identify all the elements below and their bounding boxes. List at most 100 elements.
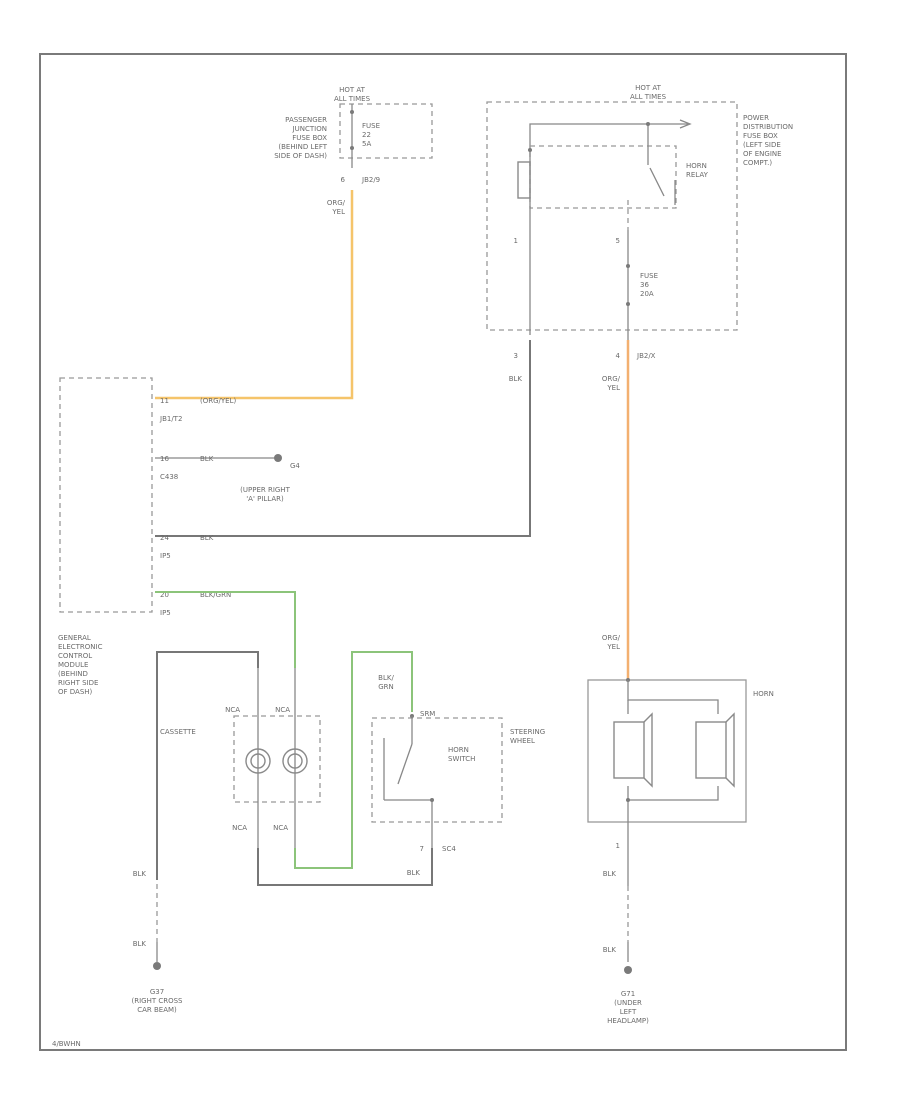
wire-blk-label-5: BLK xyxy=(603,870,617,878)
pin-7-label: 7 xyxy=(420,845,424,853)
steering-wheel-outline xyxy=(371,717,503,823)
text-line: 36 xyxy=(640,281,649,289)
cassette-label: CASSETTE xyxy=(160,728,196,736)
wire-org-yel-label-3: ORG/YEL xyxy=(602,634,621,651)
text-line: BLK/ xyxy=(378,674,394,682)
cassette-outline xyxy=(233,715,321,803)
gem-connector-1-label: JB1/T2 xyxy=(159,415,182,423)
text-line: GRN xyxy=(378,683,394,691)
ground-g71-icon xyxy=(624,966,632,974)
text-line: HORN xyxy=(448,746,469,754)
text-line: (RIGHT CROSS xyxy=(132,997,184,1005)
relay-switch-arm xyxy=(649,167,665,197)
text-line: (UPPER RIGHT xyxy=(240,486,290,494)
pin-1-label: 1 xyxy=(514,237,518,245)
text-line: SWITCH xyxy=(448,755,475,763)
pin-6-label: 6 xyxy=(341,176,346,184)
gem-wire-org-label: (ORG/YEL) xyxy=(200,397,236,405)
passenger-junction-box-outline xyxy=(339,103,433,159)
text-line: ORG/ xyxy=(327,199,346,207)
horn-speaker-1-bell xyxy=(643,712,653,788)
text-line: CONTROL xyxy=(58,652,92,660)
cassette-clockspring: CASSETTE NCA NCA NCA NCA xyxy=(160,668,321,848)
gem-connector-3-label: IP5 xyxy=(160,552,171,560)
figure-id-label: 4/BWHN xyxy=(52,1040,81,1048)
gem-pin-11-label: 11 xyxy=(160,397,169,405)
text-line: STEERING xyxy=(510,728,545,736)
gem-outline xyxy=(59,377,153,613)
text-line: ALL TIMES xyxy=(630,93,667,101)
gem-pin-20-label: 20 xyxy=(160,591,169,599)
wire-org-yel-label-1: ORG/YEL xyxy=(327,199,346,216)
diagram-frame xyxy=(39,53,847,1051)
connector-sc4-label: SC4 xyxy=(442,845,456,853)
horn-speaker-2 xyxy=(695,721,727,779)
text-line: ORG/ xyxy=(602,634,621,642)
text-line: G37 xyxy=(150,988,164,996)
text-line: SIDE OF DASH) xyxy=(274,152,327,160)
pin-4-label: 4 xyxy=(616,352,621,360)
power-bus xyxy=(529,123,688,150)
wire-org-yel-label-2: ORG/YEL xyxy=(602,375,621,392)
nca-top-1-label: NCA xyxy=(225,706,240,714)
text-line: HOT AT xyxy=(635,84,662,92)
pin-3-label: 3 xyxy=(514,352,518,360)
connector-srm-label: SRM xyxy=(420,710,435,718)
blk-wire-relay-coil-to-gem xyxy=(155,340,531,537)
text-line: LEFT xyxy=(620,1008,637,1016)
text-line: OF ENGINE xyxy=(743,150,782,158)
text-line: (UNDER xyxy=(614,999,642,1007)
horn-speaker-1 xyxy=(613,721,645,779)
horn-pin-1-label: 1 xyxy=(616,842,620,850)
wire-blk-label-1: BLK xyxy=(509,375,523,383)
general-electronic-control-module: 11 (ORG/YEL) JB1/T2 16 BLK G4 C438 (UPPE… xyxy=(58,377,300,696)
text-line: FUSE xyxy=(640,272,658,280)
text-line: (LEFT SIDE xyxy=(743,141,781,149)
text-line: HEADLAMP) xyxy=(607,1017,649,1025)
pin-5-label: 5 xyxy=(616,237,620,245)
text-line: 5A xyxy=(362,140,371,148)
ground-g4-icon xyxy=(274,454,282,462)
text-line: 20A xyxy=(640,290,654,298)
blk-grn-wire-cassette-to-horn-switch xyxy=(294,651,413,869)
text-line: JUNCTION xyxy=(292,125,327,133)
text-line: FUSE xyxy=(362,122,380,130)
text-line: HORN xyxy=(686,162,707,170)
gem-pin-24-label: 24 xyxy=(160,534,169,542)
blk-wire-cassette-to-horn-switch xyxy=(257,848,433,886)
text-line: OF DASH) xyxy=(58,688,93,696)
wire-blk-label-6: BLK xyxy=(603,946,617,954)
text-line: COMPT.) xyxy=(743,159,772,167)
text-line: MODULE xyxy=(58,661,88,669)
text-line: YEL xyxy=(606,384,620,392)
wire-blk-label-4: BLK xyxy=(133,940,147,948)
horn-label: HORN xyxy=(753,690,774,698)
wire-blk-grn-label: BLK/GRN xyxy=(378,674,394,691)
text-line: HOT AT xyxy=(339,86,366,94)
gem-connector-2-label: C438 xyxy=(160,473,178,481)
text-line: FUSE BOX xyxy=(743,132,778,140)
text-line: RIGHT SIDE xyxy=(58,679,98,687)
text-line: WHEEL xyxy=(510,737,535,745)
text-line: 'A' PILLAR) xyxy=(246,495,284,503)
text-line: (BEHIND LEFT xyxy=(278,143,327,151)
horn-feed-trace xyxy=(627,680,719,714)
horn-relay-outline xyxy=(529,145,677,209)
gem-wire-blk2-label: BLK xyxy=(200,534,214,542)
wire-blk-label-2: BLK xyxy=(407,869,421,877)
connector-jb2-9-label: JB2/9 xyxy=(361,176,380,184)
text-line: CAR BEAM) xyxy=(137,1006,177,1014)
